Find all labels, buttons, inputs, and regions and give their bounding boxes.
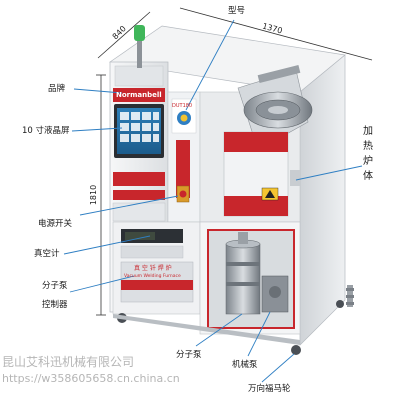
label-lcd: 10 寸液晶屏 xyxy=(22,126,70,136)
model-plate-text: DUT180 xyxy=(172,103,193,109)
pointer-mechanical xyxy=(247,311,271,357)
caster-front-right xyxy=(291,345,301,355)
panel-title-en: Vacuum Welding Furnace xyxy=(124,274,181,279)
watermark-company: 昆山艾科迅机械有限公司 xyxy=(2,355,135,369)
gauge-panel xyxy=(120,245,184,259)
label-heating-body: 加热炉体 xyxy=(363,126,373,182)
callout-pointers xyxy=(63,19,363,383)
depth-dim-line xyxy=(97,11,151,59)
label-mp-controller-2: 控制器 xyxy=(42,300,68,310)
pointer-vacuum xyxy=(63,235,151,255)
label-mechanical-pump: 机械泵 xyxy=(232,360,258,370)
pointer-power xyxy=(79,195,179,216)
lcd-tiles xyxy=(120,112,159,142)
heating-chamber-red xyxy=(224,132,288,152)
label-molecular-pump: 分子泵 xyxy=(176,350,202,360)
width-dim-line xyxy=(179,7,373,61)
height-dimension-label: 1810 xyxy=(89,184,99,206)
molecular-pump-body xyxy=(225,243,261,315)
watermark-url: https://w358605658.cn.china.cn xyxy=(2,372,180,385)
pointer-casters xyxy=(261,353,295,383)
tower-red-band xyxy=(113,172,165,186)
label-casters: 万向福马轮 xyxy=(248,384,291,394)
brand-plate-text: Normanbell xyxy=(116,91,162,99)
power-knob xyxy=(179,190,187,198)
label-power: 电源开关 xyxy=(38,219,73,229)
pointer-lcd xyxy=(71,127,123,132)
label-vacuum-gauge: 真空计 xyxy=(34,249,60,259)
lid-hinge-bar xyxy=(257,65,301,83)
label-mp-controller-1: 分子泵 xyxy=(42,281,68,291)
label-model: 型号 xyxy=(228,6,246,16)
brand-stripe xyxy=(113,88,165,102)
caster-back-right xyxy=(336,300,344,308)
pointer-brand xyxy=(73,88,123,94)
tower-top-cap xyxy=(114,65,164,87)
dimension-lines xyxy=(96,7,373,316)
signal-light-pole xyxy=(137,38,142,68)
power-red-strip xyxy=(176,140,190,198)
pointer-molecular xyxy=(195,313,243,347)
signal-light xyxy=(134,25,145,41)
tower-lower-panel xyxy=(112,202,166,222)
pointer-model xyxy=(185,19,235,111)
pointer-heating xyxy=(295,165,363,181)
label-brand: 品牌 xyxy=(48,84,66,94)
panel-title-cn: 真 空 钎 焊 炉 xyxy=(134,265,172,272)
cabinet-base xyxy=(113,314,300,345)
right-side-bracket xyxy=(290,170,300,186)
pointer-controller xyxy=(69,275,135,293)
